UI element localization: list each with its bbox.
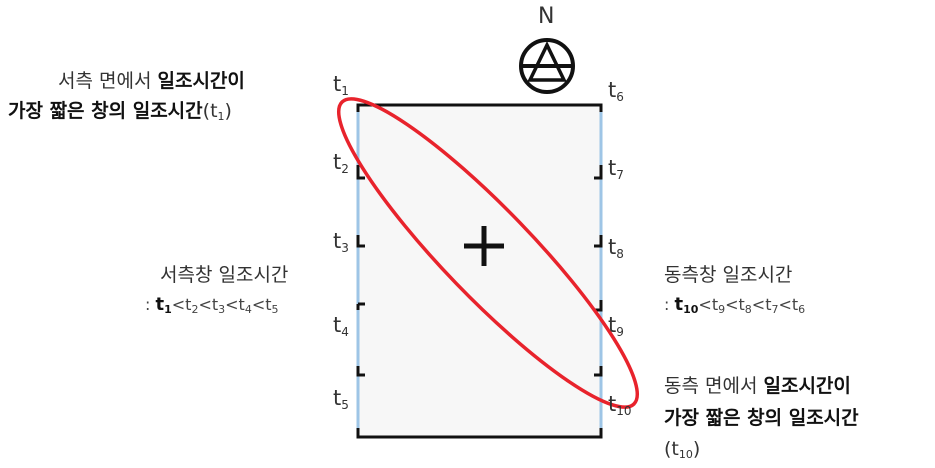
west-shortest-line1: 서측 면에서 일조시간이 bbox=[58, 70, 245, 92]
east-window-title: 동측창 일조시간 bbox=[664, 264, 793, 286]
time-label-t1: t1 bbox=[333, 72, 349, 98]
time-label-t10: t10 bbox=[608, 392, 632, 418]
building-plan bbox=[358, 105, 601, 437]
time-label-t7: t7 bbox=[608, 156, 624, 182]
time-label-t4: t4 bbox=[333, 313, 349, 339]
center-plus bbox=[464, 226, 504, 266]
west-shortest-line2: 가장 짧은 창의 일조시간(t1) bbox=[8, 100, 232, 123]
compass-north-label: N bbox=[538, 4, 555, 29]
west-window-title: 서측창 일조시간 bbox=[160, 264, 289, 286]
shortest-sunlight-ellipse bbox=[336, 97, 640, 409]
time-label-t5: t5 bbox=[333, 386, 349, 412]
east-shortest-line3: (t10) bbox=[664, 438, 701, 461]
time-label-t8: t8 bbox=[608, 235, 624, 261]
east-ticks bbox=[593, 103, 603, 439]
time-label-t3: t3 bbox=[333, 229, 349, 255]
east-shortest-line2: 가장 짧은 창의 일조시간 bbox=[664, 407, 859, 429]
time-label-t6: t6 bbox=[608, 78, 624, 104]
time-label-t2: t2 bbox=[333, 150, 349, 176]
west-ticks bbox=[356, 103, 366, 439]
east-window-inequality: : t10<t9<t8<t7<t6 bbox=[664, 294, 806, 316]
time-label-t9: t9 bbox=[608, 313, 624, 339]
compass-icon bbox=[519, 38, 575, 94]
east-shortest-line1: 동측 면에서 일조시간이 bbox=[664, 375, 851, 397]
west-window-inequality: : t1<t2<t3<t4<t5 bbox=[145, 294, 279, 316]
